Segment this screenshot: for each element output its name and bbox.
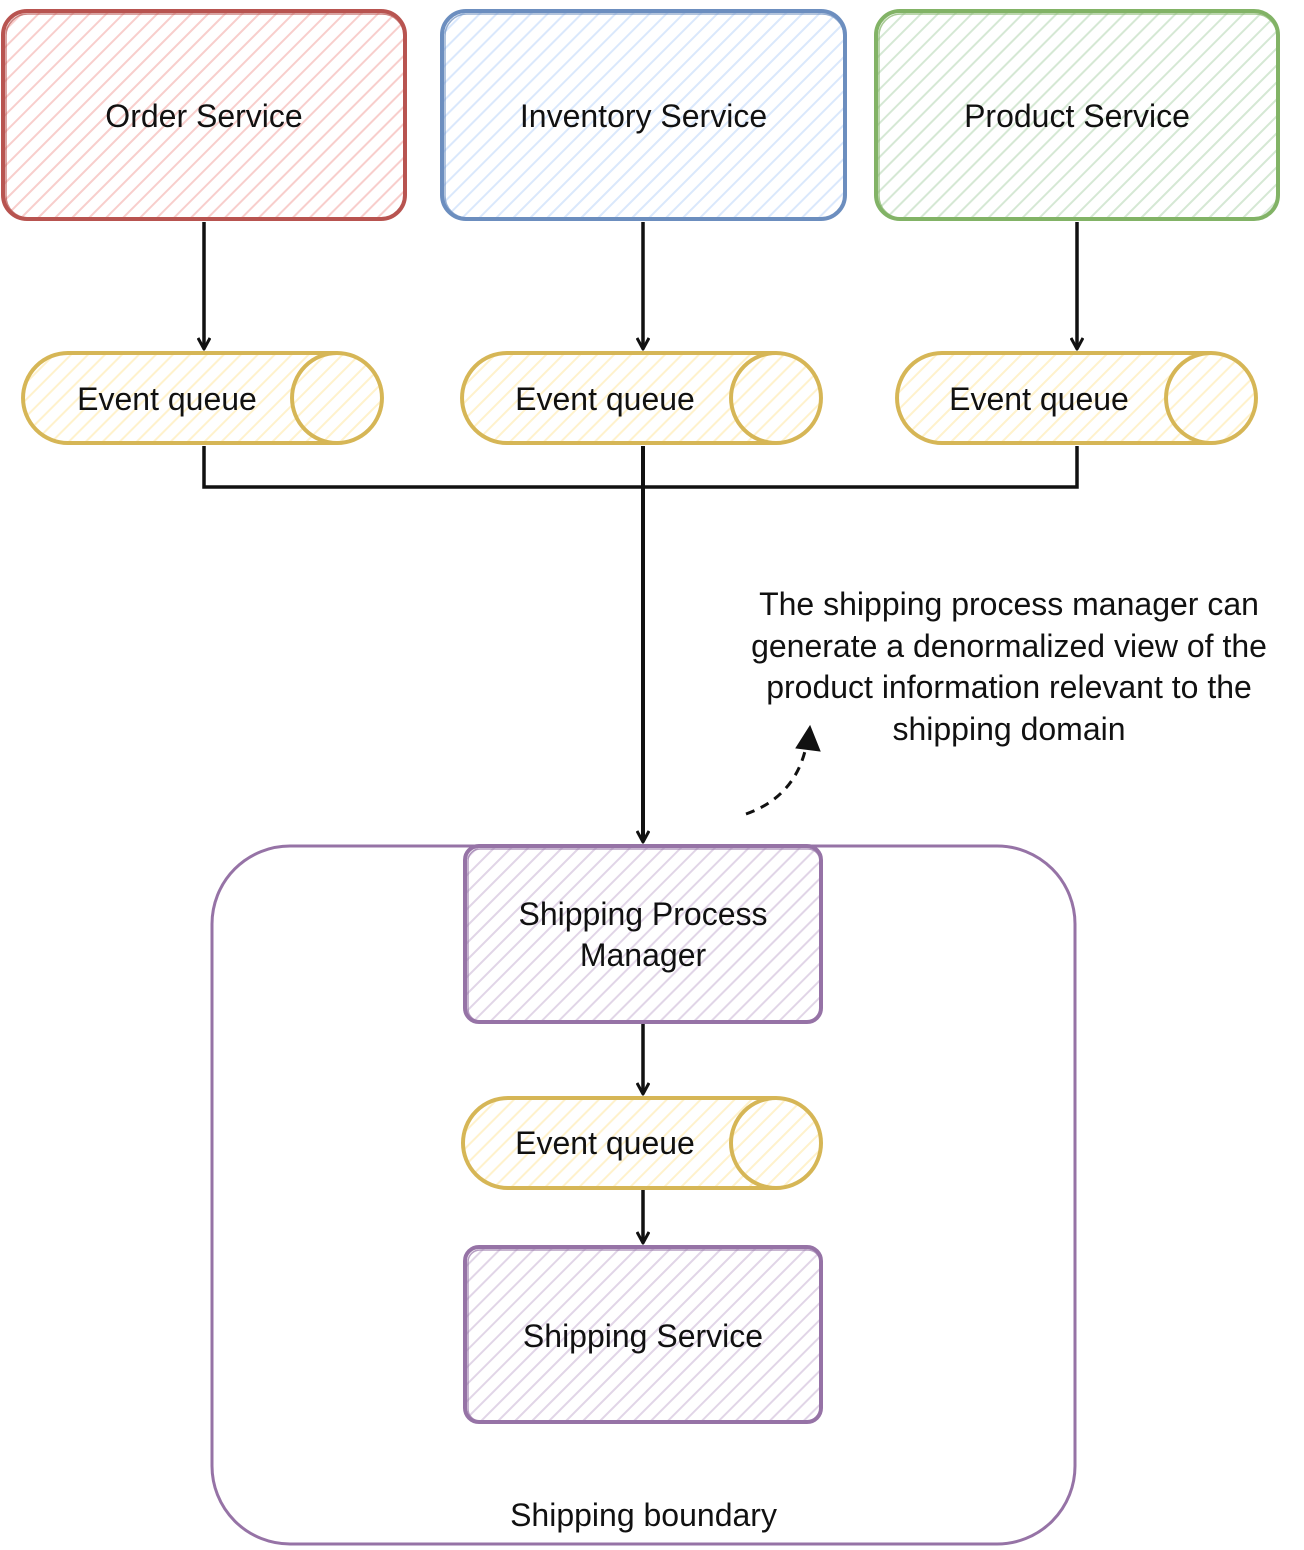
process-manager-note: The shipping process manager can generat…: [715, 584, 1303, 750]
inventory-service-label: Inventory Service: [519, 98, 768, 134]
product-service-node: [874, 9, 1280, 221]
note-line-3: product information relevant to the: [766, 669, 1252, 705]
inventory-event-queue-label: Event queue: [515, 381, 695, 417]
shipping-process-manager-label-line1: Shipping Process: [518, 896, 768, 932]
order-event-queue: [21, 351, 384, 445]
product-event-queue: [895, 351, 1258, 445]
shipping-service-node: [463, 1245, 823, 1424]
product-service-label: Product Service: [964, 98, 1190, 134]
order-queue-connector: [202, 446, 643, 489]
inventory-service-node: [440, 9, 847, 221]
shipping-event-queue: [461, 1096, 823, 1190]
order-event-queue-label: Event queue: [77, 381, 257, 417]
note-line-4: shipping domain: [892, 710, 1126, 747]
shipping-process-manager-node: [463, 844, 823, 1024]
note-arrow-head: [795, 724, 821, 752]
shipping-boundary-label: Shipping boundary: [510, 1497, 777, 1533]
product-event-queue-label: Event queue: [949, 381, 1129, 417]
order-service-node: [1, 9, 407, 221]
order-service-label: Order Service: [105, 98, 303, 134]
shipping-event-queue-label: Event queue: [515, 1125, 695, 1161]
shipping-process-manager-label-line2: Manager: [579, 937, 707, 973]
note-line-1: The shipping process manager can: [759, 586, 1259, 622]
note-dashed-arrow: [745, 735, 810, 816]
product-queue-connector: [643, 446, 1079, 489]
inventory-event-queue: [460, 351, 823, 445]
note-line-2: generate a denormalized view of the: [751, 627, 1267, 664]
shipping-service-label: Shipping Service: [522, 1318, 764, 1354]
